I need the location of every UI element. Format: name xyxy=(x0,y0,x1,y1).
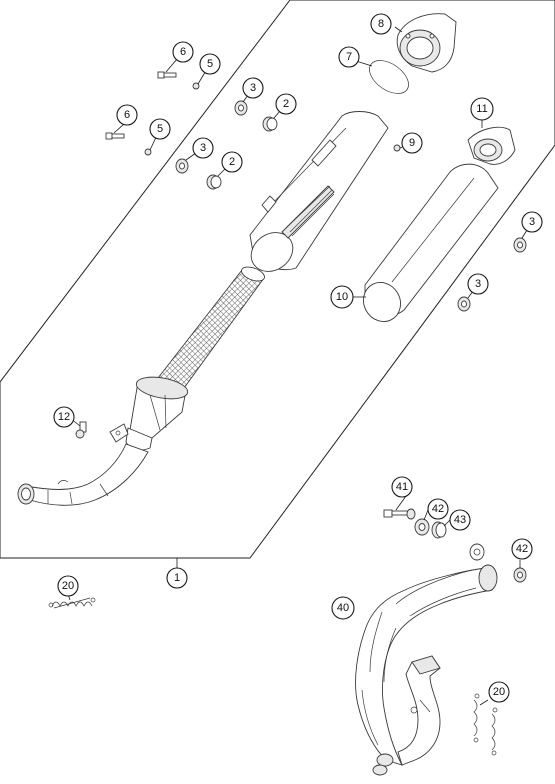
callout-3-bottom: 3 xyxy=(467,273,489,295)
assembly-frame xyxy=(0,0,555,559)
svg-text:43: 43 xyxy=(454,514,466,526)
callout-10: 10 xyxy=(330,285,354,309)
grommet-part-3-right xyxy=(513,237,527,253)
svg-text:10: 10 xyxy=(336,291,348,303)
svg-text:20: 20 xyxy=(62,580,74,592)
svg-text:5: 5 xyxy=(157,123,163,135)
callout-12: 12 xyxy=(53,406,75,428)
svg-text:2: 2 xyxy=(229,156,235,168)
svg-text:20: 20 xyxy=(493,686,505,698)
callout-6-top: 6 xyxy=(172,41,194,63)
svg-text:12: 12 xyxy=(58,411,70,423)
svg-text:3: 3 xyxy=(529,216,535,228)
gasket-part-7 xyxy=(369,60,409,94)
svg-text:42: 42 xyxy=(516,543,528,555)
svg-text:8: 8 xyxy=(378,18,384,30)
end-cap-part-8 xyxy=(396,13,457,73)
grommet-part-3-top xyxy=(234,100,248,116)
spring-part-20-right-b xyxy=(491,707,498,756)
callout-42-left: 42 xyxy=(427,498,449,520)
bolt-part-41 xyxy=(383,508,416,520)
screw-part-6-top xyxy=(157,71,177,79)
svg-text:3: 3 xyxy=(250,82,256,94)
svg-text:6: 6 xyxy=(180,46,186,58)
grommet-part-3-bottom xyxy=(457,296,471,312)
callout-5-lower: 5 xyxy=(149,118,171,140)
callout-9: 9 xyxy=(401,132,423,154)
callout-3-right: 3 xyxy=(521,211,543,233)
callout-20-right: 20 xyxy=(488,681,510,703)
spacer-part-2-lower xyxy=(206,174,222,190)
grommet-part-3-lower xyxy=(175,158,189,174)
silencer-body xyxy=(249,111,389,272)
svg-text:3: 3 xyxy=(475,278,481,290)
spacer-part-43 xyxy=(431,521,447,539)
callout-3-top: 3 xyxy=(242,77,264,99)
callout-7: 7 xyxy=(338,46,360,68)
spring-part-20-right-a xyxy=(473,693,480,743)
svg-text:11: 11 xyxy=(476,103,487,115)
callout-11: 11 xyxy=(470,97,494,121)
svg-text:1: 1 xyxy=(174,572,180,584)
callout-2-lower: 2 xyxy=(221,151,243,173)
callout-40: 40 xyxy=(331,596,355,620)
callout-41: 41 xyxy=(391,476,413,498)
callout-1: 1 xyxy=(166,567,188,589)
washer-part-5-top xyxy=(192,82,200,90)
washer-part-42-left xyxy=(414,518,430,536)
silencer-sleeve-part-10 xyxy=(363,163,499,322)
washer-part-42-right xyxy=(513,567,527,583)
perforated-core-tube xyxy=(157,266,265,389)
callout-8: 8 xyxy=(370,13,392,35)
washer-part-5-lower xyxy=(144,148,152,156)
svg-text:42: 42 xyxy=(432,503,444,515)
leader-lines xyxy=(67,26,533,706)
callout-6-lower: 6 xyxy=(116,104,138,126)
svg-text:7: 7 xyxy=(346,51,352,63)
exhaust-pipe-part-40 xyxy=(355,543,498,776)
callout-43: 43 xyxy=(449,509,471,531)
callout-20-left: 20 xyxy=(57,575,79,597)
spring-part-20-left xyxy=(48,597,96,609)
screw-part-6-lower xyxy=(105,132,125,140)
callout-2-top: 2 xyxy=(275,93,297,115)
svg-text:9: 9 xyxy=(409,137,415,149)
spacer-part-2-top xyxy=(262,116,278,132)
end-cap-part-11 xyxy=(467,126,516,165)
svg-text:41: 41 xyxy=(396,481,408,493)
svg-text:2: 2 xyxy=(283,98,289,110)
callout-42-right: 42 xyxy=(511,538,533,560)
header-cone-section xyxy=(109,376,189,451)
rivet-part-9 xyxy=(393,144,401,152)
svg-text:5: 5 xyxy=(207,58,213,70)
callout-5-top: 5 xyxy=(199,53,221,75)
header-pipe-section xyxy=(17,443,149,506)
bracket-part-12 xyxy=(75,421,87,439)
callout-3-lower: 3 xyxy=(192,137,214,159)
svg-text:3: 3 xyxy=(200,142,206,154)
svg-text:6: 6 xyxy=(124,109,130,121)
svg-text:40: 40 xyxy=(337,602,349,614)
